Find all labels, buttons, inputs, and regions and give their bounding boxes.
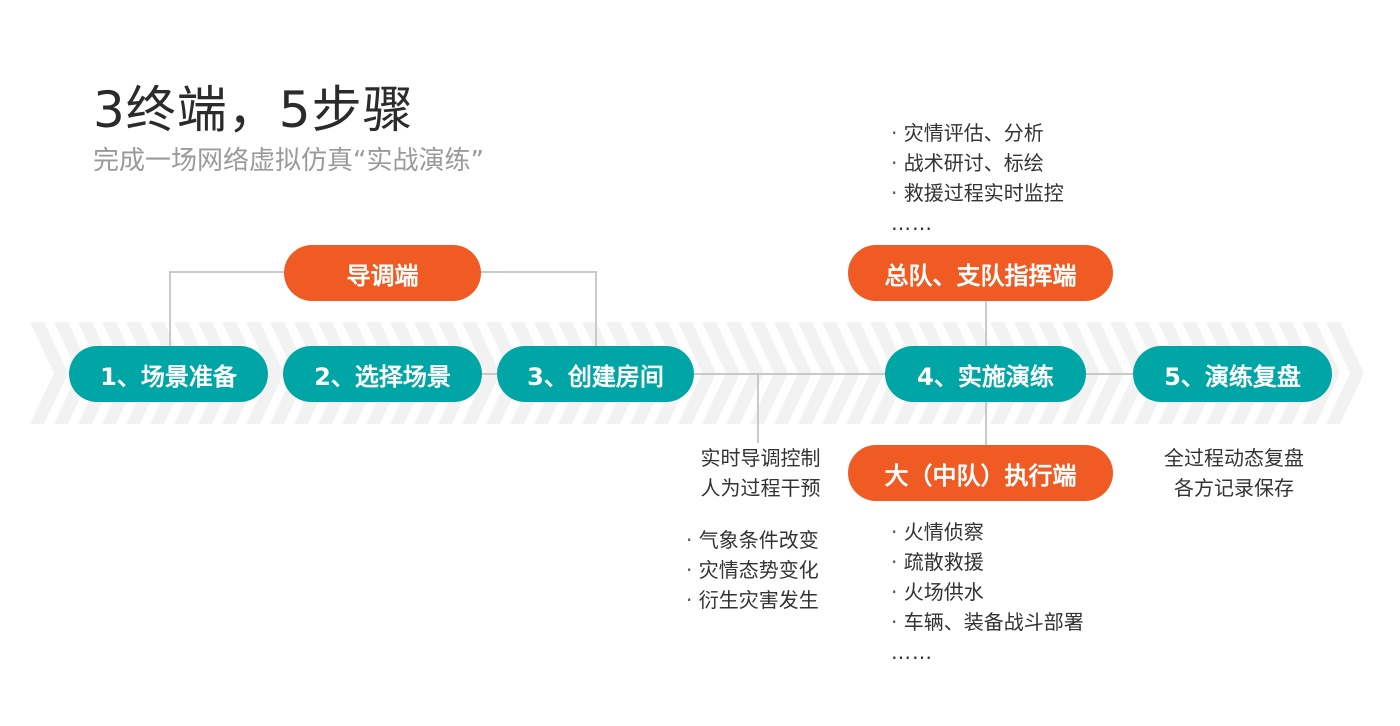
list-item: 灾情态势变化: [686, 555, 819, 585]
list-item: 火情侦察: [891, 517, 1084, 547]
command-tasks-list: 灾情评估、分析 战术研讨、标绘 救援过程实时监控 ……: [891, 118, 1064, 238]
connector-director-right-v: [595, 271, 597, 347]
step-4-conduct-drill: 4、实施演练: [885, 346, 1086, 402]
director-control-line-2: 人为过程干预: [700, 476, 821, 500]
step-1-scene-preparation: 1、场景准备: [69, 346, 268, 402]
list-ellipsis: ……: [891, 640, 933, 664]
step-3-create-room: 3、创建房间: [497, 346, 694, 402]
list-item: 车辆、装备战斗部署: [891, 607, 1084, 637]
step-5-drill-review: 5、演练复盘: [1133, 346, 1332, 402]
review-caption: 全过程动态复盘 各方记录保存: [1150, 443, 1318, 503]
connector-step2-step3: [481, 373, 499, 375]
page-subtitle: 完成一场网络虚拟仿真“实战演练”: [93, 146, 484, 176]
director-control-list: 气象条件改变 灾情态势变化 衍生灾害发生: [686, 525, 819, 615]
list-item: 救援过程实时监控: [891, 178, 1064, 208]
connector-command-step4: [985, 300, 987, 347]
review-line-1: 全过程动态复盘: [1164, 446, 1304, 470]
connector-director-left-h: [169, 271, 285, 273]
chevron-shape: [1326, 322, 1364, 424]
list-item: 战术研讨、标绘: [891, 148, 1064, 178]
list-item: 气象条件改变: [686, 525, 819, 555]
connector-director-control-v: [757, 373, 759, 443]
director-control-caption: 实时导调控制 人为过程干预: [688, 443, 833, 503]
list-item: 灾情评估、分析: [891, 118, 1064, 148]
connector-step3-step4: [693, 373, 886, 375]
step-2-select-scene: 2、选择场景: [283, 346, 482, 402]
command-terminal: 总队、支队指挥端: [848, 245, 1113, 301]
list-item: 疏散救援: [891, 547, 1084, 577]
connector-director-left-v: [169, 271, 171, 347]
list-item: 衍生灾害发生: [686, 585, 819, 615]
list-item: 火场供水: [891, 577, 1084, 607]
connector-director-right-h: [480, 271, 597, 273]
chevron-shape: [30, 322, 68, 424]
connector-step4-execution: [985, 401, 987, 446]
page-title: 3终端，5步骤: [93, 81, 414, 139]
execution-tasks-list: 火情侦察 疏散救援 火场供水 车辆、装备战斗部署 ……: [891, 517, 1084, 667]
review-line-2: 各方记录保存: [1174, 476, 1294, 500]
chevron-shape: [1302, 322, 1340, 424]
connector-step4-step5: [1085, 373, 1134, 375]
execution-terminal: 大（中队）执行端: [848, 445, 1113, 501]
director-terminal: 导调端: [284, 245, 481, 301]
chevron-shape: [246, 322, 284, 424]
list-ellipsis: ……: [891, 211, 933, 235]
director-control-line-1: 实时导调控制: [700, 446, 821, 470]
